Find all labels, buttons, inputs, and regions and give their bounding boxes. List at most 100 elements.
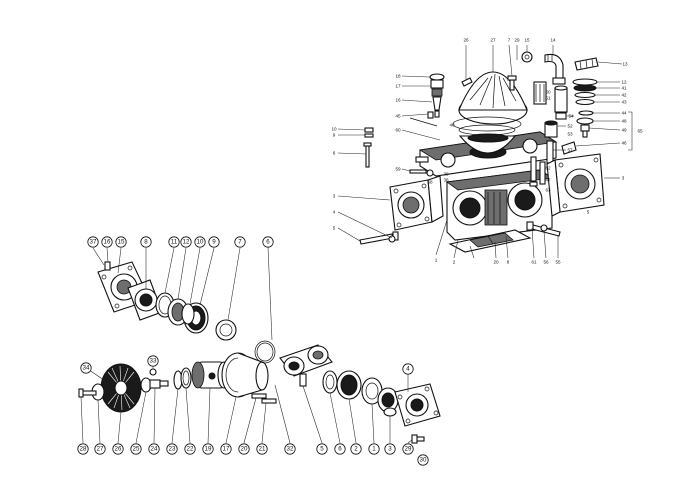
hose-barb: [574, 57, 599, 71]
part-tag-7: 7: [508, 38, 511, 43]
part-tag-62: 62: [545, 166, 551, 171]
right-ring-stack: [572, 78, 598, 106]
left-small-screws: [363, 111, 438, 168]
part-tag-47: 47: [545, 178, 551, 183]
part-tag-10: 10: [331, 127, 337, 132]
part-tag-15: 15: [524, 38, 530, 43]
callout-24: 24: [151, 446, 158, 453]
part-tag-27: 27: [490, 38, 496, 43]
part-tag-17: 17: [395, 84, 401, 89]
ring-2a: [322, 370, 338, 394]
ring-7: [215, 319, 237, 341]
callout-29: 29: [405, 446, 412, 453]
callout-23: 23: [169, 446, 176, 453]
callout-25: 25: [133, 446, 140, 453]
flange-housing-17: [221, 352, 269, 398]
part-tag-65: 65: [637, 129, 643, 134]
nut-15: [521, 51, 533, 63]
part-tag-53: 53: [567, 132, 573, 137]
impeller-disc: [100, 363, 142, 413]
part-tag-61: 61: [531, 260, 537, 265]
callout-34: 34: [83, 365, 90, 372]
seal-plate-8: [127, 279, 163, 321]
part-tag-4: 4: [333, 210, 336, 215]
callout-27: 27: [97, 446, 104, 453]
callout-5: 5: [320, 446, 324, 453]
part-tag-18: 18: [395, 74, 401, 79]
callout-17: 17: [223, 446, 230, 453]
callout-32: 32: [287, 446, 294, 453]
part-tag-60: 60: [395, 128, 401, 133]
part-tag-41: 41: [621, 86, 627, 91]
left-valve-stack: [429, 73, 445, 118]
lower-leaders: [80, 247, 413, 444]
part-tag-26: 26: [463, 38, 469, 43]
callout-22: 22: [187, 446, 194, 453]
callout-33: 33: [150, 358, 157, 365]
callout-8: 8: [144, 239, 148, 246]
part-tag-51: 51: [545, 96, 551, 101]
part-tag-42: 42: [621, 93, 627, 98]
callout-6-top: 6: [266, 239, 270, 246]
part-tag-40: 40: [449, 123, 455, 128]
upper-assembly: 26 27 7 29 15 14 13 18 17 16 45 10 9 6 6…: [331, 38, 643, 265]
part-tag-57: 57: [567, 148, 573, 153]
part-tag-2: 2: [453, 260, 456, 265]
bolt-28: [81, 390, 97, 396]
part-tag-54: 54: [568, 114, 574, 119]
part-tag-55: 55: [555, 260, 561, 265]
part-tag-5-right: 5: [587, 210, 590, 215]
callout-12: 12: [183, 239, 190, 246]
part-tag-58: 58: [427, 180, 433, 185]
diaphragm-ring: [452, 116, 522, 132]
left-end-plate: [389, 175, 444, 231]
part-tag-9: 9: [333, 133, 336, 138]
callout-30: 30: [420, 457, 427, 464]
key-24: [149, 379, 161, 389]
part-tag-50: 50: [545, 90, 551, 95]
part-tag-38: 38: [443, 178, 449, 183]
part-tag-59: 59: [395, 167, 401, 172]
callout-21: 21: [259, 446, 266, 453]
filter-cylinder: [533, 81, 568, 164]
end-cover-4: [394, 383, 441, 427]
upper-leaders: [337, 44, 623, 259]
part-tag-39: 39: [443, 172, 449, 177]
lower-mid-callouts: 34 33 4: [80, 355, 414, 375]
callout-16: 16: [104, 239, 111, 246]
part-tag-29: 29: [514, 38, 520, 43]
callout-9: 9: [212, 239, 216, 246]
part-tag-49: 49: [621, 128, 627, 133]
right-end-plate: [546, 153, 605, 217]
callout-4: 4: [406, 366, 410, 373]
lower-bottom-callouts: 28 27 26 25 24 23 22 19 17 20 21 32 5: [77, 443, 429, 466]
lower-top-callouts: 37 16 15 8 11 12 10 9 7 6: [87, 236, 274, 248]
callout-7: 7: [238, 239, 242, 246]
callout-28: 28: [80, 446, 87, 453]
bearing-9: [181, 302, 209, 334]
callout-3: 3: [388, 446, 392, 453]
stud-26: [461, 77, 473, 87]
callout-15: 15: [118, 239, 125, 246]
callout-19: 19: [205, 446, 212, 453]
part-tag-3-right: 3: [622, 176, 625, 181]
elbow-fitting: [544, 53, 566, 85]
part-tag-16: 16: [395, 98, 401, 103]
part-tag-44: 44: [621, 111, 627, 116]
part-tag-56: 56: [543, 260, 549, 265]
lower-assembly: 37 16 15 8 11 12 10 9 7 6 34 33: [77, 236, 441, 466]
part-tag-52: 52: [567, 124, 573, 129]
callout-20: 20: [241, 446, 248, 453]
part-tag-3-left: 3: [333, 194, 336, 199]
upper-part-tags: 26 27 7 29 15 14 13 18 17 16 45 10 9 6 6…: [331, 38, 643, 265]
part-tag-12: 12: [621, 80, 627, 85]
callout-11: 11: [171, 239, 178, 246]
o-ring-6: [254, 340, 276, 364]
part-tag-1: 1: [435, 258, 438, 263]
callout-1: 1: [372, 446, 376, 453]
part-tag-14: 14: [550, 38, 556, 43]
part-tag-43: 43: [621, 100, 627, 105]
bolt-7: [509, 79, 515, 91]
top-manifold: [418, 131, 558, 177]
